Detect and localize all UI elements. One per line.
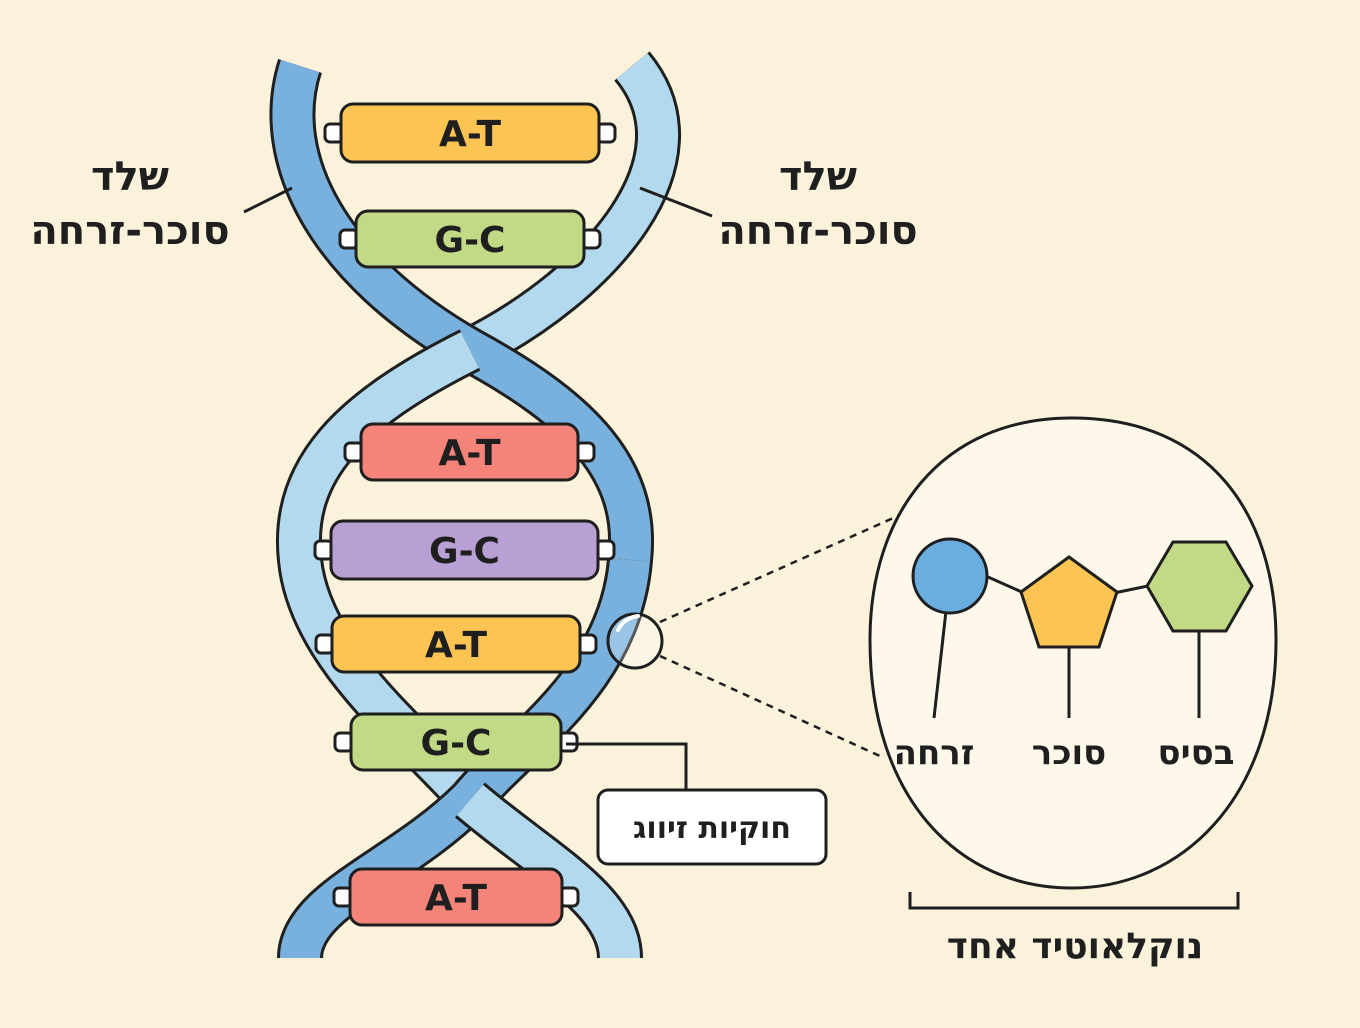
base-pair-bar [330,614,582,674]
dna-helix [269,51,681,961]
base-pair-7: A-T [332,867,580,927]
base-pair-bar [354,209,586,269]
zoom-indicator [606,513,901,758]
backbone-label-right-line2: סוכר-זרחה [718,208,917,254]
base-pair-label: A-T [439,114,502,155]
strand-light-lower-fill [456,784,640,960]
base-pair-6: G-C [333,712,579,772]
backbone-label-right: שלד סוכר-זרחה [639,154,918,254]
phosphate-circle [911,537,989,615]
pairing-rules-callout: חוקיות זיווג [566,742,828,866]
base-pair-bar [348,867,564,927]
base-label: בסיס [1158,733,1235,773]
base-pair-bar [329,519,600,581]
base-pair-label: A-T [425,878,488,919]
nucleotide-inset: זרחה סוכר בסיס נוקלאוטיד אחד [868,416,1278,967]
base-pair-4: G-C [313,519,616,581]
base-pair-5: A-T [314,614,598,674]
backbone-label-left-line2: סוכר-זרחה [30,208,229,254]
base-pairs: A-T G-C A-T G-C A-T G-C A-T [313,102,617,927]
sugar-pentagon [1019,555,1119,649]
backbone-label-right-line1: שלד [779,154,857,200]
base-pair-bar [339,102,601,164]
base-pair-label: G-C [435,220,506,261]
base-pair-1: A-T [323,102,617,164]
sugar-label: סוכר [1032,733,1107,773]
phosphate-label: זרחה [894,733,975,773]
strand-light-upper-fill [461,53,678,368]
base-pair-bar [349,712,563,772]
base-pair-label: A-T [425,625,488,666]
backbone-label-left-line1: שלד [91,154,169,200]
base-pair-label: G-C [429,531,500,572]
inset-bubble [868,416,1278,890]
backbone-label-left: שלד סוכר-זרחה [30,154,293,254]
base-pair-label: A-T [438,433,501,474]
base-pair-2: G-C [338,209,602,269]
magnifier-circle [606,612,664,670]
base-hexagon [1145,540,1254,633]
strand-dark-lower-fill [280,557,650,960]
nucleotide-bracket [908,892,1240,910]
pairing-rules-box [596,788,828,866]
base-pair-3: A-T [343,422,596,482]
base-pair-label: G-C [421,723,492,764]
pairing-rules-label: חוקיות זיווג [633,811,791,846]
nucleotide-caption: נוקלאוטיד אחד [947,926,1203,967]
base-pair-bar [359,422,580,482]
